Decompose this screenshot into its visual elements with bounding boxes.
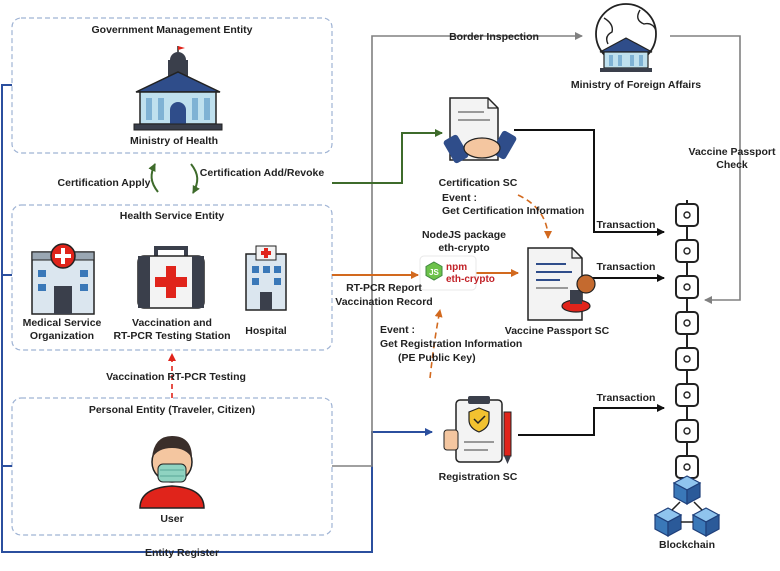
ministry-of-health-label: Ministry of Health bbox=[130, 135, 218, 147]
certification-add-revoke-line bbox=[332, 129, 443, 184]
vaccine-passport-sc-label: Vaccine Passport SC bbox=[505, 325, 610, 337]
reg-transaction-line bbox=[518, 404, 665, 436]
chain-link bbox=[675, 275, 699, 299]
passport-check-label-1: Vaccine Passport bbox=[689, 146, 776, 158]
station-label-1: Vaccination and bbox=[132, 317, 212, 329]
certification-add-arrow bbox=[190, 163, 200, 194]
nodejs-label-2: eth-crypto bbox=[438, 242, 489, 254]
cert-event-label-2: Get Certification Information bbox=[442, 205, 584, 217]
user-label: User bbox=[160, 513, 183, 525]
certification-sc-label: Certification SC bbox=[439, 177, 518, 189]
ministry-foreign-affairs-label: Ministry of Foreign Affairs bbox=[571, 79, 701, 91]
certification-apply-label: Certification Apply bbox=[58, 177, 151, 189]
chain-link bbox=[675, 311, 699, 335]
eth-crypto-package-label: eth-crypto bbox=[446, 274, 495, 285]
certification-apply-arrow bbox=[148, 163, 159, 193]
health-service-entity-box bbox=[11, 204, 333, 351]
chain-blocks-icon bbox=[653, 200, 721, 538]
reg-event-label-2: Get Registration Information bbox=[380, 338, 522, 350]
clipboard-check-icon bbox=[443, 396, 512, 464]
hospital-label: Hospital bbox=[245, 325, 287, 337]
handshake-contract-icon bbox=[443, 97, 517, 164]
rtpcr-report-label-1: RT-PCR Report bbox=[346, 282, 422, 294]
svg-text:JS: JS bbox=[429, 268, 439, 277]
medical-org-label-2: Organization bbox=[30, 330, 94, 342]
registration-sc-label: Registration SC bbox=[439, 471, 518, 483]
transaction-label-3: Transaction bbox=[597, 392, 656, 404]
chain-link bbox=[675, 347, 699, 371]
vaccination-testing-label: Vaccination RT-PCR Testing bbox=[106, 371, 246, 383]
blockchain-cube-right bbox=[691, 507, 721, 538]
chain-link bbox=[675, 383, 699, 407]
government-building-icon bbox=[133, 46, 223, 131]
chain-link bbox=[675, 203, 699, 227]
medical-org-label-1: Medical Service bbox=[23, 317, 102, 329]
rtpcr-report-label-2: Vaccination Record bbox=[335, 296, 432, 308]
blockchain-cube-top bbox=[672, 475, 702, 506]
chain-link bbox=[675, 455, 699, 479]
blockchain-cube-left bbox=[653, 507, 683, 538]
medical-building-icon bbox=[31, 243, 95, 315]
government-entity-title: Government Management Entity bbox=[91, 24, 252, 36]
npm-badge-label: npm bbox=[446, 262, 467, 273]
reg-event-dashed-line bbox=[429, 309, 443, 379]
transaction-label-2: Transaction bbox=[597, 261, 656, 273]
stamped-document-icon bbox=[527, 247, 596, 321]
nodejs-label-1: NodeJS package bbox=[422, 229, 506, 241]
blockchain-label: Blockchain bbox=[659, 539, 715, 551]
chain-link bbox=[675, 239, 699, 263]
certification-add-revoke-label: Certification Add/Revoke bbox=[200, 167, 325, 179]
personal-entity-title: Personal Entity (Traveler, Citizen) bbox=[89, 404, 255, 416]
nodejs-hexagon-icon: JS bbox=[419, 255, 477, 291]
transaction-label-1: Transaction bbox=[597, 219, 656, 231]
masked-user-icon bbox=[139, 436, 205, 509]
cert-event-dashed-line bbox=[517, 194, 552, 239]
passport-check-label-2: Check bbox=[716, 159, 748, 171]
cert-event-label-1: Event : bbox=[442, 192, 477, 204]
entity-register-label: Entity Register bbox=[145, 547, 219, 559]
health-service-entity-title: Health Service Entity bbox=[120, 210, 225, 222]
passport-check-line bbox=[670, 35, 741, 304]
reg-event-label-3: (PE Public Key) bbox=[398, 352, 476, 364]
first-aid-kit-icon bbox=[137, 246, 205, 309]
chain-link bbox=[675, 419, 699, 443]
cert-transaction-line bbox=[514, 129, 665, 236]
globe-building-icon bbox=[595, 3, 657, 72]
hospital-icon bbox=[245, 245, 287, 311]
reg-event-label-1: Event : bbox=[380, 324, 415, 336]
entity-register-line bbox=[1, 84, 433, 553]
border-inspection-label: Border Inspection bbox=[449, 31, 539, 43]
border-inspection-line bbox=[332, 32, 583, 467]
station-label-2: RT-PCR Testing Station bbox=[113, 330, 230, 342]
